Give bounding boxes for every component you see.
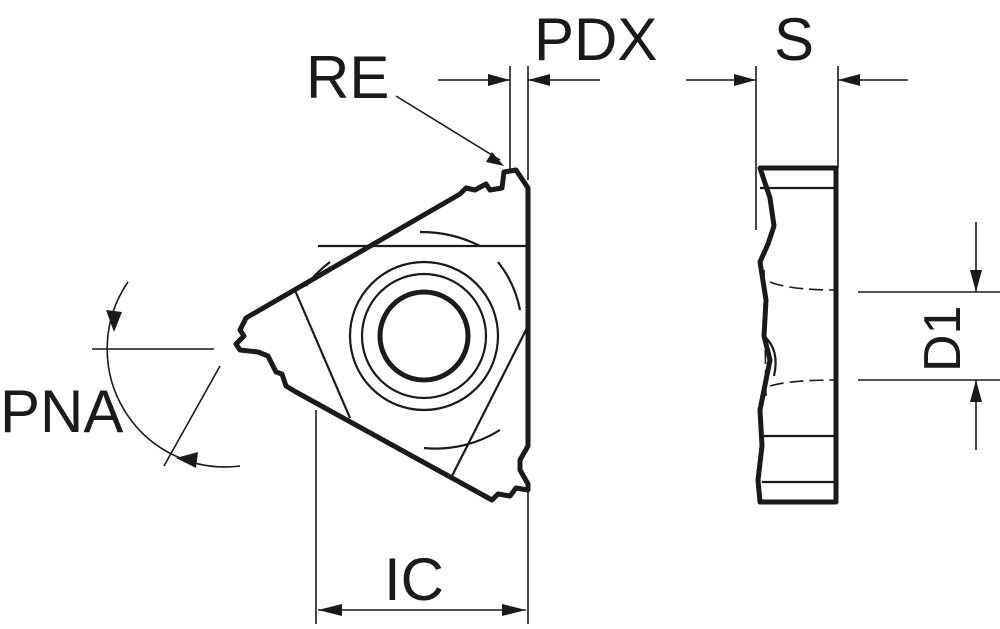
insert-side-view: [755, 165, 839, 505]
label-ic: IC: [384, 546, 444, 613]
s-dimension: [686, 66, 908, 230]
hole-countersink-inner: [360, 272, 488, 400]
facet-line-left: [292, 287, 352, 419]
center-hole: [377, 289, 471, 383]
inscribed-arc-left: [305, 261, 331, 287]
inscribed-arc-bottom: [423, 429, 501, 450]
hole-hidden-side: [763, 269, 767, 397]
hole-hidden-bottom: [769, 379, 837, 387]
pna-angle: [92, 281, 241, 468]
label-s: S: [774, 6, 814, 73]
re-leader: [395, 95, 504, 166]
hole-hidden-top: [769, 281, 837, 291]
side-curve-detail: [763, 335, 777, 377]
insert-outline: [233, 167, 531, 503]
pna-flank-line: [163, 365, 221, 467]
hole-countersink-outer: [348, 260, 500, 412]
insert-front-view: [233, 167, 531, 503]
label-re: RE: [306, 44, 389, 111]
label-d1: D1: [914, 306, 972, 372]
label-pdx: PDX: [534, 6, 657, 73]
inscribed-arc-top: [419, 230, 481, 247]
ic-dimension: [315, 410, 529, 624]
pdx-dimension: [438, 66, 600, 180]
inscribed-arc-right: [497, 261, 522, 311]
pna-arc: [106, 281, 241, 468]
label-pna: PNA: [0, 378, 123, 445]
side-outline: [755, 165, 839, 505]
facet-line-right: [451, 325, 529, 477]
d1-dimension: [858, 222, 1000, 450]
